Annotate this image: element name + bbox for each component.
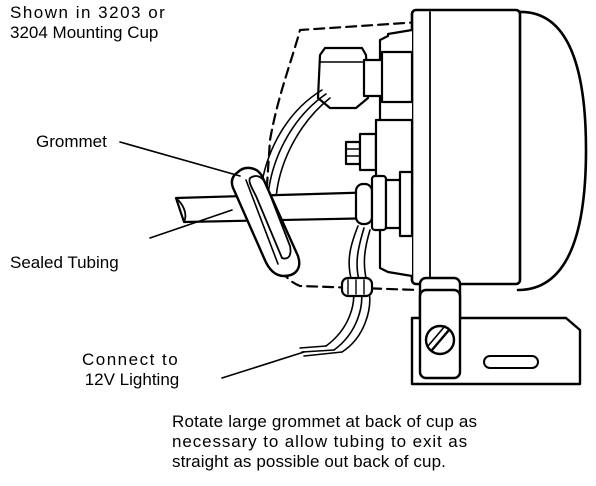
large-grommet-outer xyxy=(230,166,301,278)
mounting-slot xyxy=(483,355,539,369)
lamp-socket-base-lip xyxy=(380,50,414,104)
leader-tubing xyxy=(149,209,233,239)
mounting-screw-slot xyxy=(430,328,451,352)
mounting-cup-label-line1: Shown in 3203 or xyxy=(10,3,167,22)
mounting-cup-outline xyxy=(264,20,422,292)
caption-line2: necessary to allow tubing to exit as xyxy=(172,432,469,451)
terminal-stud xyxy=(344,140,362,166)
lamp-socket xyxy=(316,46,370,110)
connect-label-line2: 12V Lighting xyxy=(84,370,180,389)
connect-lighting-label: Connect to 12V Lighting xyxy=(82,350,179,390)
caption-line3: straight as possible out back of cup. xyxy=(172,452,446,471)
leader-grommet xyxy=(119,141,241,177)
mounting-cup-label: Shown in 3203 or 3204 Mounting Cup xyxy=(10,3,166,43)
tubing-fitting-hex xyxy=(384,178,402,230)
large-grommet-inner xyxy=(248,175,292,260)
connect-label-line1: Connect to xyxy=(82,350,180,369)
tubing-fitting-plate xyxy=(398,170,414,238)
tubing-fitting-nut xyxy=(370,174,388,232)
terminal-nut xyxy=(358,132,378,172)
leader-connect xyxy=(221,351,305,379)
sealed-tubing-label: Sealed Tubing xyxy=(10,253,119,272)
gauge-body xyxy=(410,8,522,286)
grommet-label: Grommet xyxy=(36,132,107,151)
tubing-end-cut xyxy=(175,197,187,223)
large-grommet-groove xyxy=(245,179,279,265)
gauge-bezel xyxy=(516,10,588,292)
caption-line1: Rotate large grommet at back of cup as xyxy=(172,412,478,431)
wire-ends xyxy=(299,345,343,357)
tubing-fitting xyxy=(354,182,374,226)
mounting-cup-label-line2: 3204 Mounting Cup xyxy=(10,23,159,42)
instruction-caption: Rotate large grommet at back of cup as n… xyxy=(172,412,586,472)
small-grommet xyxy=(340,276,374,298)
